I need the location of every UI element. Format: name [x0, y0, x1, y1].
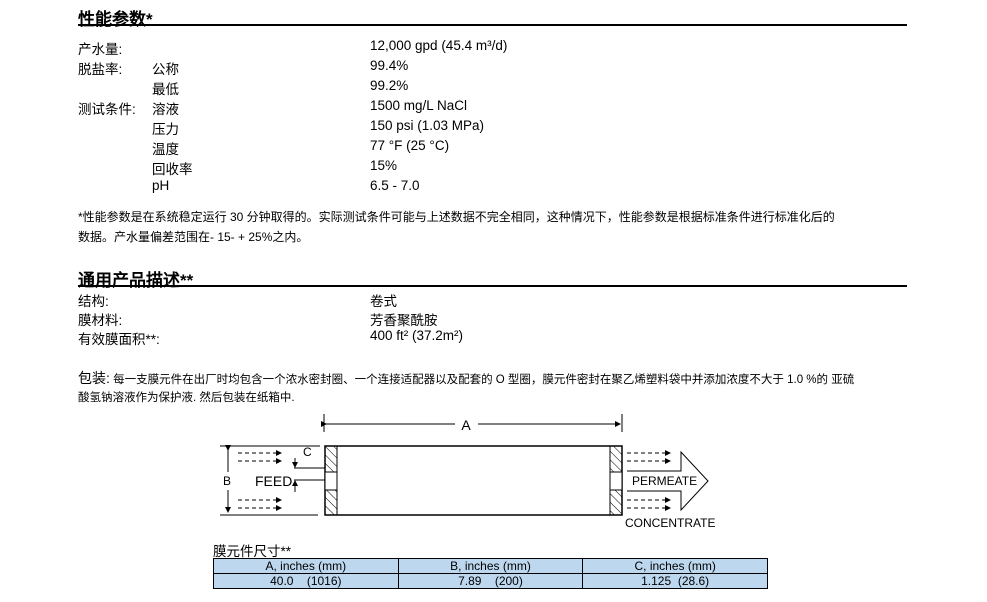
table-header-row: A, inches (mm) B, inches (mm) C, inches … — [213, 558, 768, 574]
row-value: 99.2% — [370, 78, 409, 93]
description-title: 通用产品描述** — [78, 271, 194, 290]
value-c: 1.125 (28.6) — [582, 573, 768, 589]
performance-title: 性能参数* — [78, 10, 153, 29]
row-label: 测试条件: — [78, 102, 136, 117]
header-a: A, inches (mm) — [213, 558, 399, 574]
row-value: 15% — [370, 158, 398, 173]
value-a: 40.0 (1016) — [213, 573, 399, 589]
row-label: 产水量: — [78, 42, 123, 57]
value-b: 7.89 (200) — [397, 573, 584, 589]
label-feed: FEED — [255, 473, 292, 489]
row-label: 结构: — [78, 294, 109, 309]
row-value: 99.4% — [370, 58, 409, 73]
performance-note-2: 数据。产水量偏差范围在- 15- + 25%之内。 — [78, 230, 309, 244]
row-sublabel: 公称 — [152, 62, 179, 77]
dimensions-title: 膜元件尺寸** — [213, 544, 292, 559]
row-value: 12,000 gpd (45.4 m³/d) — [370, 38, 508, 53]
membrane-body — [324, 445, 623, 516]
row-sublabel: 压力 — [152, 122, 179, 137]
row-label: 膜材料: — [78, 313, 123, 328]
permeate-arrow — [627, 450, 709, 512]
row-label: 脱盐率: — [78, 62, 123, 77]
packaging-line1: 每一支膜元件在出厂时均包含一个浓水密封圈、一个连接适配器以及配套的 O 型圈，膜… — [113, 374, 855, 386]
dimensions-table: A, inches (mm) B, inches (mm) C, inches … — [213, 558, 768, 589]
header-b: B, inches (mm) — [397, 558, 584, 574]
row-value: 150 psi (1.03 MPa) — [370, 118, 485, 133]
label-a: A — [461, 417, 471, 433]
packaging-label: 包装: — [78, 370, 110, 386]
row-value: 6.5 - 7.0 — [370, 178, 420, 193]
dimension-c: C — [292, 445, 325, 492]
label-b: B — [223, 474, 231, 488]
divider — [78, 285, 907, 287]
row-label: 有效膜面积**: — [78, 332, 160, 347]
row-value: 400 ft² (37.2m²) — [370, 328, 464, 343]
row-value: 芳香聚酰胺 — [370, 313, 438, 328]
flow-arrows — [238, 450, 671, 511]
row-sublabel: 温度 — [152, 142, 179, 157]
row-sublabel: pH — [152, 178, 170, 193]
row-value: 卷式 — [370, 294, 397, 309]
row-value: 1500 mg/L NaCl — [370, 98, 468, 113]
label-permeate: PERMEATE — [632, 474, 697, 488]
divider — [78, 24, 907, 26]
row-value: 77 °F (25 °C) — [370, 138, 450, 153]
packaging-text: 包装: 每一支膜元件在出厂时均包含一个浓水密封圈、一个连接适配器以及配套的 O … — [78, 368, 854, 388]
dimension-a: A — [321, 414, 623, 433]
packaging-line2: 酸氢钠溶液作为保护液. 然后包装在纸箱中. — [78, 392, 295, 404]
performance-note: *性能参数是在系统稳定运行 30 分钟取得的。实际测试条件可能与上述数据不完全相… — [78, 210, 835, 224]
row-sublabel: 最低 — [152, 82, 179, 97]
element-diagram: A B C FEED PERMEATE CONCENTRATE — [220, 414, 715, 530]
dimension-b: B — [220, 445, 318, 516]
header-c: C, inches (mm) — [582, 558, 768, 574]
label-c: C — [303, 445, 312, 459]
label-concentrate: CONCENTRATE — [625, 516, 715, 530]
row-sublabel: 回收率 — [152, 162, 193, 177]
table-row: 40.0 (1016) 7.89 (200) 1.125 (28.6) — [213, 573, 768, 589]
row-sublabel: 溶液 — [152, 102, 179, 117]
